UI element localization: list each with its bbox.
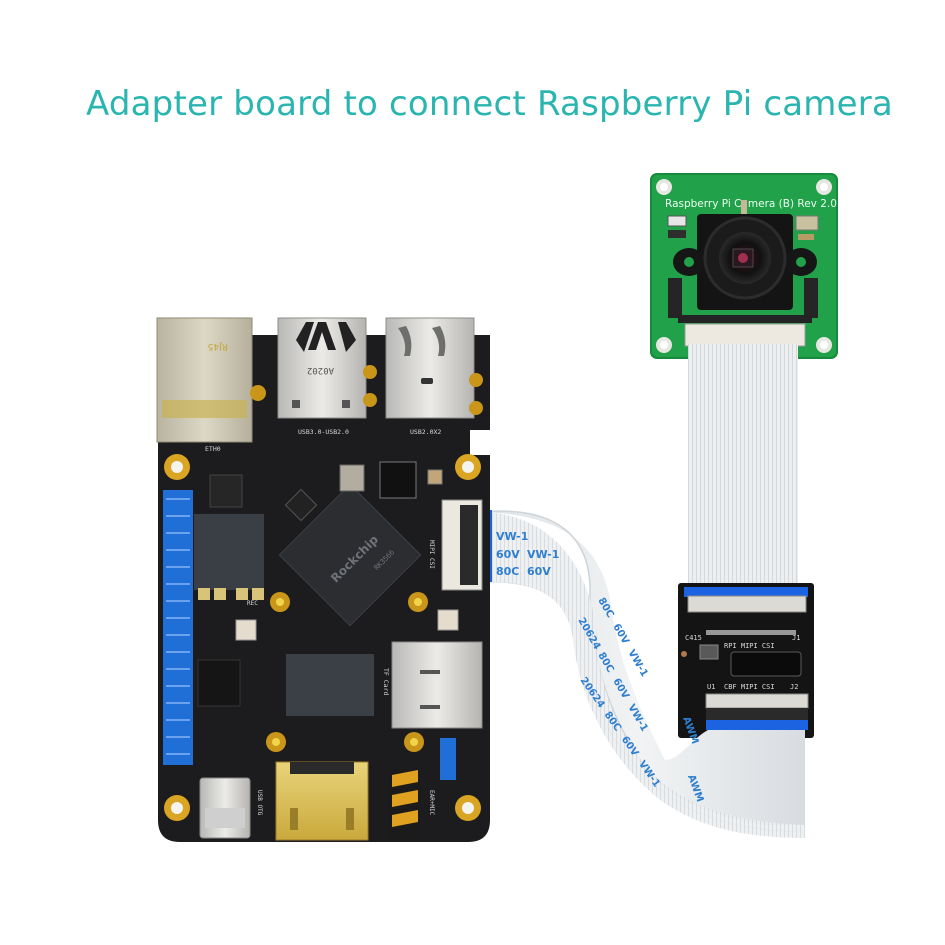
svg-text:J1: J1 (792, 634, 800, 642)
svg-text:RPI MIPI CSI: RPI MIPI CSI (724, 642, 775, 650)
svg-text:60V: 60V (527, 565, 551, 578)
svg-text:VW-1: VW-1 (625, 648, 649, 679)
svg-text:USB3.0-USB2.0: USB3.0-USB2.0 (298, 428, 349, 436)
svg-text:RJ45: RJ45 (208, 341, 228, 351)
svg-text:VW-1: VW-1 (527, 548, 559, 561)
sbc-board: RJ45 A0202 USB3.0-USB2. (156, 317, 490, 842)
svg-text:USB2.0X2: USB2.0X2 (410, 428, 441, 436)
adapter-board: C415 J1 RPI MIPI CSI U1 CBF MIPI CSI J2 (678, 583, 814, 738)
ribbon-cable-upper (688, 344, 798, 584)
svg-text:EAR+MIC: EAR+MIC (428, 790, 435, 816)
svg-text:U1: U1 (707, 683, 715, 691)
svg-text:60V: 60V (496, 548, 520, 561)
svg-text:80C: 80C (496, 565, 519, 578)
page-title: Adapter board to connect Raspberry Pi ca… (86, 84, 893, 124)
svg-text:USB OTG: USB OTG (256, 790, 263, 816)
svg-text:A0202: A0202 (307, 365, 334, 375)
svg-text:VW-1: VW-1 (496, 530, 528, 543)
svg-text:REC: REC (247, 600, 258, 607)
svg-text:TF Card: TF Card (382, 668, 390, 695)
svg-text:J2: J2 (790, 683, 798, 691)
svg-text:C415: C415 (685, 634, 702, 642)
svg-text:CBF MIPI CSI: CBF MIPI CSI (724, 683, 775, 691)
camera-label: Raspberry Pi Camera (B) Rev 2.0 (665, 198, 837, 210)
svg-text:MIPI CSI: MIPI CSI (428, 540, 435, 569)
svg-text:ETH0: ETH0 (205, 445, 221, 453)
camera-module: Raspberry Pi Camera (B) Rev 2.0 (650, 173, 838, 359)
